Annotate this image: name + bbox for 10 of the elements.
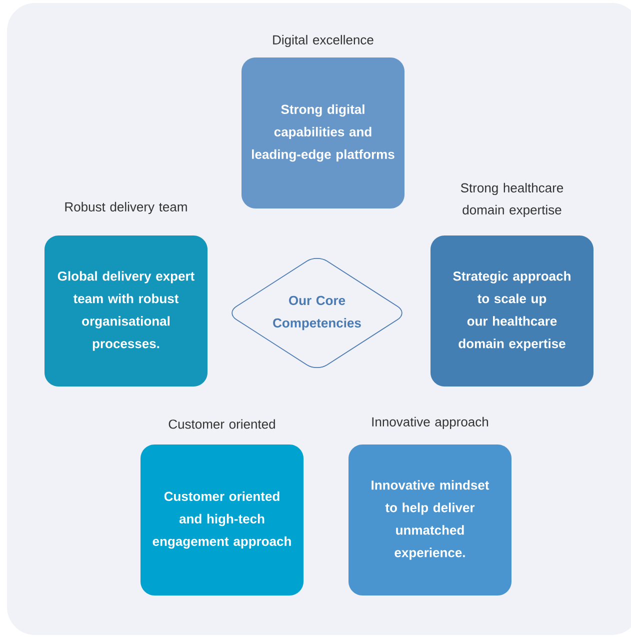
heading: Digital excellence bbox=[273, 34, 374, 48]
description: Strategic approach to scale up our healthcare domain expertise bbox=[453, 271, 570, 351]
heading: Innovative approach bbox=[372, 416, 488, 430]
heading: Customer oriented bbox=[168, 419, 275, 429]
description: Innovative mindset to help deliver unmatched experience. bbox=[372, 480, 490, 560]
heading: Strong healthcare domain expertise bbox=[460, 182, 564, 218]
heading: Robust delivery team bbox=[65, 202, 187, 214]
description: Global delivery expert team with robust organisational processes. bbox=[58, 271, 194, 351]
description: Customer oriented and high-tech engagement approach bbox=[152, 491, 291, 549]
description: Strong digital capabilities and leading-edge platforms bbox=[252, 104, 394, 162]
